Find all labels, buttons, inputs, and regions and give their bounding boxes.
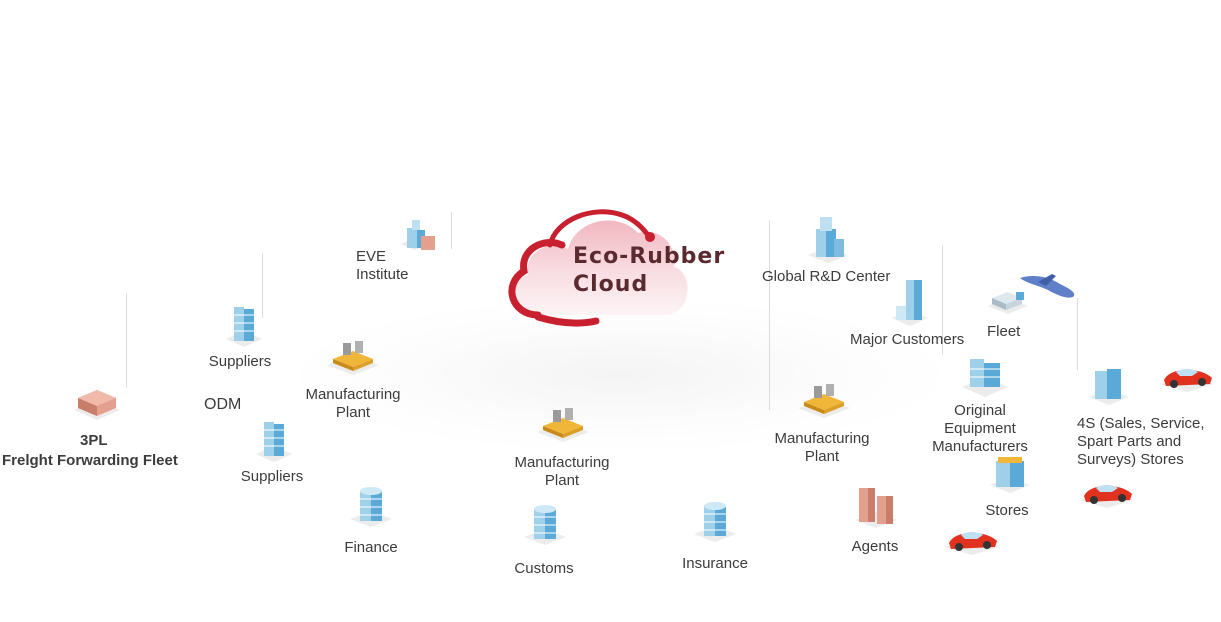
finance-label: Finance: [344, 539, 398, 556]
factory-icon: [325, 335, 381, 379]
stores-label: Stores: [985, 502, 1029, 519]
office-building-icon: [890, 278, 930, 328]
manufacturing-plant-label: Manufacturing Plant: [305, 386, 401, 421]
connector-line: [262, 253, 263, 318]
airplane-icon: [1018, 270, 1078, 302]
manufacturing-plant-label: Manufacturing Plant: [514, 454, 610, 489]
office-building-icon: [1087, 365, 1131, 407]
building-icon: [397, 218, 439, 264]
freight-forwarding-fleet-label: Frelght Forwarding Fleet: [2, 452, 178, 469]
eve-institute-label: EVE Institute: [356, 248, 409, 283]
major-customers-label: Major Customers: [850, 331, 965, 348]
factory-icon: [535, 402, 591, 446]
building-icon: [806, 215, 850, 265]
4s-stores-label: 4S (Sales, Service, Spart Parts and Surv…: [1077, 415, 1205, 468]
odm-label: ODM: [204, 396, 242, 413]
factory-icon: [796, 378, 852, 422]
car-icon: [1078, 478, 1136, 510]
warehouse-icon: [72, 380, 122, 424]
suppliers-label: Suppliers: [208, 353, 272, 370]
connector-line: [769, 220, 770, 410]
car-icon: [1158, 362, 1216, 394]
twin-towers-icon: [853, 482, 899, 532]
insurance-label: Insurance: [682, 555, 748, 572]
data-center-icon: [522, 503, 568, 549]
connector-line: [451, 212, 452, 249]
cloud-title: Eco-Rubber Cloud: [573, 244, 726, 297]
office-building-icon: [224, 303, 264, 349]
oem-label: Original Equipment Manufacturers: [932, 402, 1028, 455]
connector-line: [1077, 298, 1078, 370]
store-icon: [988, 455, 1032, 495]
global-rd-center-label: Global R&D Center: [762, 268, 891, 285]
office-building-icon: [254, 418, 294, 464]
center-glow: [300, 300, 940, 450]
3pl-label: 3PL: [80, 432, 108, 449]
factory-building-icon: [960, 355, 1010, 397]
cloud-icon: [498, 205, 698, 335]
suppliers-label: Suppliers: [240, 468, 304, 485]
connector-line: [942, 245, 943, 355]
manufacturing-plant-label: Manufacturing Plant: [774, 430, 870, 465]
data-center-icon: [348, 485, 394, 531]
connector-line: [126, 293, 127, 388]
fleet-label: Fleet: [987, 323, 1021, 340]
truck-icon: [986, 282, 1030, 318]
customs-label: Customs: [514, 560, 574, 577]
car-icon: [943, 525, 1001, 557]
agents-label: Agents: [851, 538, 899, 555]
data-center-icon: [692, 500, 738, 546]
